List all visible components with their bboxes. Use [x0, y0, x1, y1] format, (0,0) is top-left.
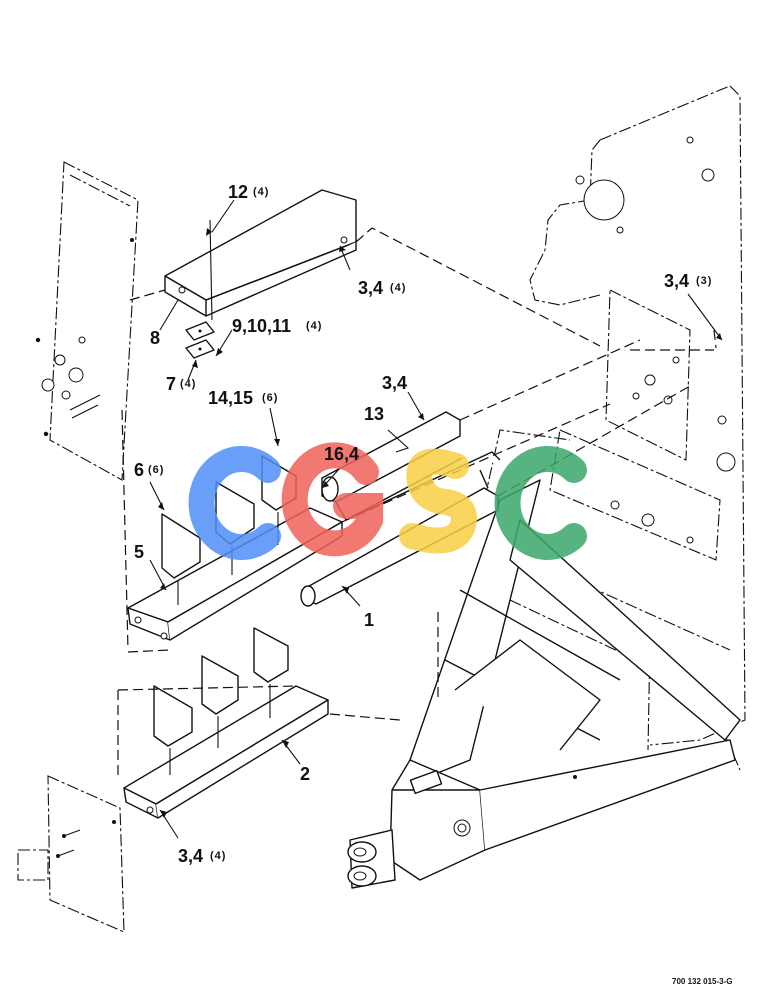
cgsc-watermark: [188, 442, 587, 560]
parts-7-clips: [185, 321, 215, 359]
part-5-upper-shelf: [127, 455, 343, 641]
callout-3-4-bottom: 3,4: [178, 846, 203, 866]
callout-13: 13: [364, 404, 384, 424]
drawing-reference-number: 700 132 015-3-G: [672, 977, 733, 986]
callout-7: 7: [166, 374, 176, 394]
callout-3-4-bottom-qty: (4): [210, 850, 226, 862]
callout-14-15-qty: (6): [262, 392, 278, 404]
callout-16-4: 16,4: [324, 444, 359, 464]
leader-lines: [149, 199, 723, 839]
watermark-letter-s: [399, 448, 477, 554]
callout-3-4-top: 3,4: [358, 278, 383, 298]
hitch-tongue: [347, 479, 741, 889]
callout-3-4-right-qty: (3): [696, 275, 712, 287]
callout-9-10-11: 9,10,11: [232, 316, 291, 336]
callout-6-qty: (6): [148, 464, 164, 476]
watermark-letter-c2: [494, 446, 587, 560]
part-2-lower-shelf: [123, 627, 329, 819]
lower-left-panel: [17, 775, 125, 933]
left-side-panel: [35, 161, 139, 481]
callout-9-10-11-qty: (4): [306, 320, 322, 332]
callout-6: 6: [134, 460, 144, 480]
watermark-letter-c1: [188, 446, 281, 560]
callout-14-15: 14,15: [208, 388, 253, 408]
watermark-letter-g: [281, 442, 383, 557]
callout-3-4-top-qty: (4): [390, 282, 406, 294]
callout-1: 1: [364, 610, 374, 630]
callout-2: 2: [300, 764, 310, 784]
part-12-top-cover: [164, 189, 357, 321]
callout-8: 8: [150, 328, 160, 348]
callout-12: 12: [228, 182, 248, 202]
callout-7-qty: (4): [180, 378, 196, 390]
callout-12-qty: (4): [253, 186, 269, 198]
callout-3-4-mid: 3,4: [382, 373, 407, 393]
callout-3-4-right: 3,4: [664, 271, 689, 291]
callout-5: 5: [134, 542, 144, 562]
callouts: 12 (4) 3,4 (4) 8 9,10,11 (4) 7 (4) 3,4 (…: [134, 182, 733, 986]
